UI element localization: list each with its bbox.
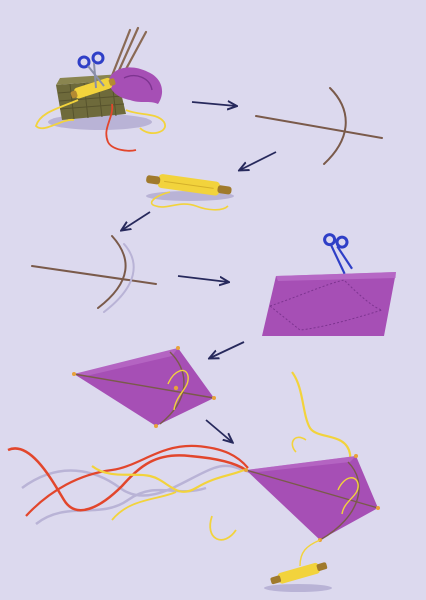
spool-icon [270,562,328,585]
arrow-step-3 [122,211,151,230]
crossed-sticks-icon [255,87,383,165]
arrow-step-1 [191,102,236,106]
loose-thread [34,99,79,130]
frame-icon [31,235,157,313]
scissors-icon [323,233,353,275]
spool-shadow [264,584,332,592]
arrow-step-2 [240,151,277,170]
paper-sheet-icon [262,272,396,336]
arrow-step-4 [177,275,228,282]
yellow-tail-ribbon [91,465,245,493]
thread-spool-group [146,174,234,211]
red-string [105,103,137,152]
kite-icon [72,346,216,428]
red-tail-ribbon [7,447,247,512]
cut-paper-group [262,233,396,336]
arrow-step-6 [205,419,232,442]
arrow-step-5 [210,341,245,358]
kite-paper-bundle-icon [108,67,163,104]
materials-basket-group [34,26,166,152]
scissors-icon [77,51,105,89]
kite-with-tail-icon [7,371,380,592]
spool-icon [146,174,232,196]
